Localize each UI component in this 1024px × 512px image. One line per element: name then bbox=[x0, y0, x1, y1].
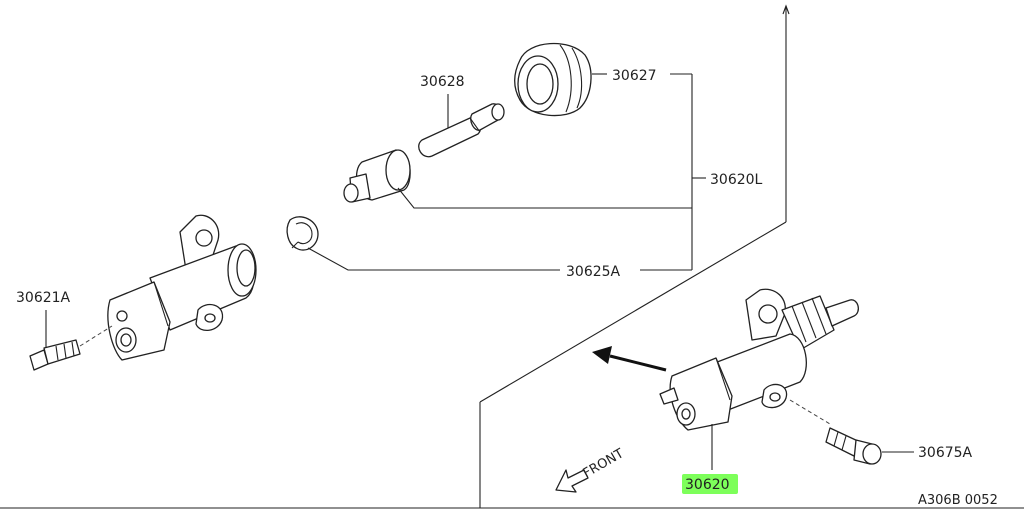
label-30621A: 30621A bbox=[16, 290, 71, 306]
part-30620-release-cylinder[interactable] bbox=[659, 288, 860, 431]
direction-arrow-icon bbox=[592, 346, 667, 372]
label-30627: 30627 bbox=[612, 68, 657, 84]
label-30620: 30620 bbox=[685, 477, 730, 493]
part-left-cylinder[interactable] bbox=[107, 214, 257, 361]
leader-30620L-group bbox=[307, 73, 706, 271]
front-arrow-icon bbox=[555, 469, 589, 493]
label-front: FRONT bbox=[581, 446, 627, 481]
label-30625A: 30625A bbox=[566, 264, 621, 280]
reference-code: A306B 0052 bbox=[918, 493, 998, 508]
part-30628-push-rod[interactable] bbox=[418, 103, 505, 158]
label-30620-highlighted[interactable]: 30620 bbox=[682, 474, 738, 494]
part-30675A-bolt[interactable] bbox=[825, 427, 882, 465]
dashed-guide-bolt bbox=[789, 399, 831, 425]
part-30620L-piston[interactable] bbox=[343, 149, 411, 203]
label-30628: 30628 bbox=[420, 74, 465, 90]
part-30627-boot[interactable] bbox=[514, 42, 592, 117]
part-30621A-bleeder[interactable] bbox=[29, 339, 81, 371]
dashed-guide-bleeder bbox=[79, 325, 113, 347]
plane-outline bbox=[0, 4, 1024, 509]
label-30675A: 30675A bbox=[918, 445, 973, 461]
part-30625A-snap-ring[interactable] bbox=[286, 216, 319, 251]
label-30620L: 30620L bbox=[710, 172, 763, 188]
